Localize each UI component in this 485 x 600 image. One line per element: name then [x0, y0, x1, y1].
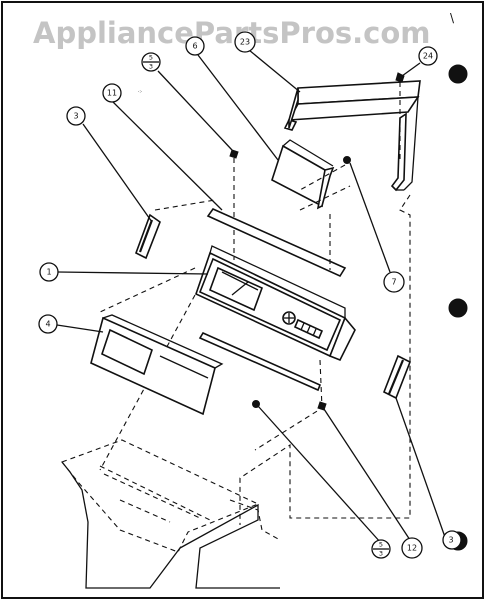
- callout-1: 1: [39, 262, 59, 282]
- svg-text:5: 5: [379, 541, 383, 549]
- callout-5-3-bottom: 5 3: [371, 539, 391, 559]
- svg-text:5: 5: [149, 54, 153, 62]
- part-11-strip: [206, 208, 347, 278]
- screw-bottom-5-3: [252, 400, 260, 408]
- callout-24: 24: [418, 46, 438, 66]
- svg-text:3: 3: [379, 550, 383, 558]
- screw-top-5-3: [229, 149, 239, 159]
- part-7-screw: [343, 156, 351, 164]
- svg-text:3: 3: [448, 536, 453, 545]
- lower-strip: [198, 331, 322, 392]
- cabinet-top-outline: [61, 439, 281, 589]
- svg-text:7: 7: [391, 278, 396, 287]
- svg-text:4: 4: [45, 320, 50, 329]
- svg-text:6: 6: [192, 42, 197, 51]
- part-23-trim-bracket: [283, 80, 421, 192]
- hidden-line-top: [154, 185, 351, 270]
- corner-mark: \: [450, 11, 455, 25]
- part-1-console: [195, 245, 356, 362]
- svg-text:11: 11: [107, 89, 117, 98]
- callout-23: 23: [234, 31, 256, 53]
- callout-11: 11: [102, 83, 122, 103]
- svg-text:23: 23: [240, 38, 250, 47]
- callout-7: 7: [383, 271, 405, 293]
- part-6-bracket: [271, 139, 335, 210]
- callout-4: 4: [38, 314, 58, 334]
- callout-12: 12: [401, 537, 423, 559]
- callout-5-3-top: 5 3: [141, 52, 161, 72]
- callout-3: 3: [66, 106, 86, 126]
- registration-dot-top: [448, 64, 468, 84]
- svg-text:12: 12: [407, 544, 417, 553]
- scan-speck: ·:·: [138, 90, 142, 95]
- part-24-screw: [395, 72, 405, 83]
- callout-edge-3: 3: [442, 530, 462, 550]
- svg-text:3: 3: [149, 63, 153, 71]
- leader-lines: [56, 49, 447, 544]
- callout-6: 6: [185, 36, 205, 56]
- svg-text:24: 24: [423, 52, 433, 61]
- registration-dot-middle: [448, 298, 468, 318]
- svg-text:3: 3: [73, 112, 78, 121]
- watermark-text: AppliancePartsPros.com: [33, 16, 430, 50]
- part-4-front-panel: [90, 314, 224, 416]
- svg-text:1: 1: [46, 268, 51, 277]
- hidden-line-right: [239, 194, 411, 525]
